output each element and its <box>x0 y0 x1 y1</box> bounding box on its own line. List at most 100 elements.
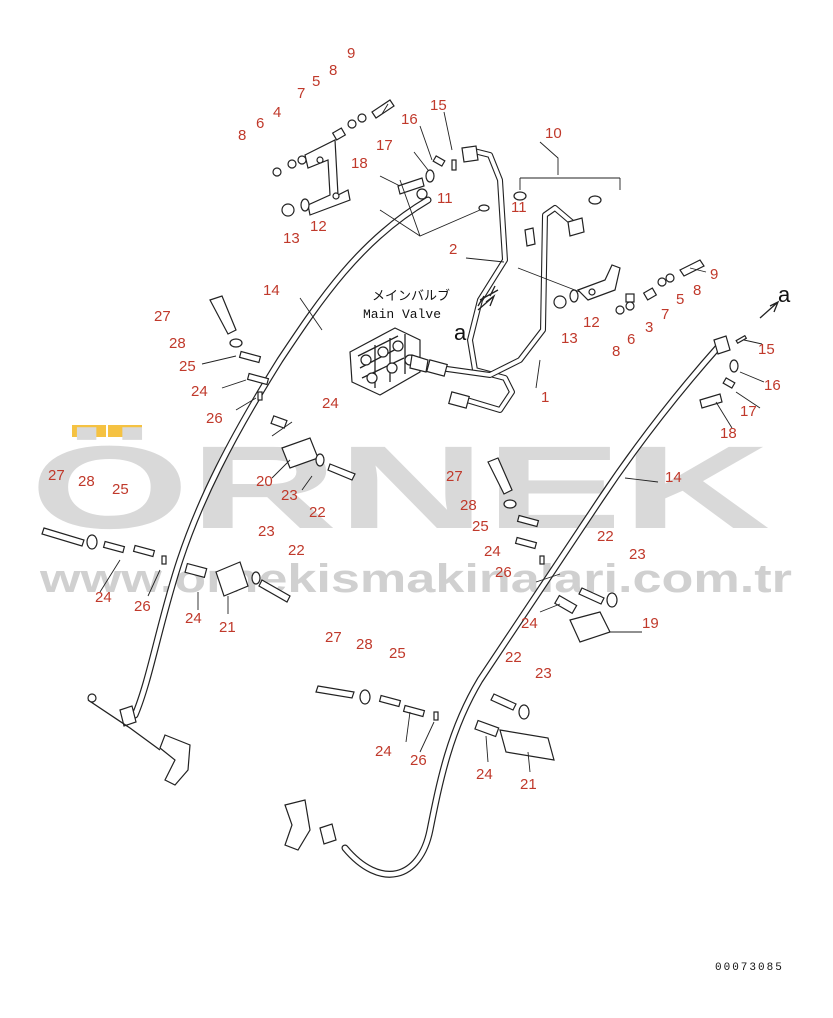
callout-25-b: 25 <box>112 481 129 498</box>
callout-5-top: 5 <box>312 73 320 90</box>
callout-24-h: 24 <box>476 766 493 783</box>
drawing-code: 00073085 <box>715 962 784 974</box>
callout-6-right: 6 <box>627 331 635 348</box>
callout-22-d: 22 <box>505 649 522 666</box>
callout-24-d: 24 <box>185 610 202 627</box>
reference-marks: a a <box>454 282 791 345</box>
callout-3: 3 <box>645 319 653 336</box>
callout-6-top: 6 <box>256 115 264 132</box>
callout-14-right: 14 <box>665 469 682 486</box>
callout-24-c: 24 <box>95 589 112 606</box>
callout-11-b: 11 <box>511 199 527 216</box>
callout-2: 2 <box>449 241 457 258</box>
callout-21-right: 21 <box>520 776 537 793</box>
callout-numbers: 1 2 3 4 5 5 6 6 7 7 8 8 8 8 9 9 10 11 11… <box>48 45 781 793</box>
bolt-washer-22-23 <box>251 453 618 720</box>
callout-25-d: 25 <box>389 645 406 662</box>
callout-8-right-a: 8 <box>693 282 701 299</box>
callout-27-b: 27 <box>48 467 65 484</box>
arrow-center <box>477 294 496 311</box>
leader-lines <box>99 103 765 773</box>
clamp-bracket-right <box>553 259 705 315</box>
callout-27-a: 27 <box>154 308 171 325</box>
watermark-accent-left <box>72 425 106 437</box>
callout-26-d: 26 <box>410 752 427 769</box>
main-valve-label-jp: メインバルブ <box>372 288 450 304</box>
callout-26-a: 26 <box>206 410 223 427</box>
callout-22-b: 22 <box>288 542 305 559</box>
callout-12-right: 12 <box>583 314 600 331</box>
fastener-set-2 <box>41 527 167 565</box>
fastener-set-3 <box>487 457 545 565</box>
callout-15-top: 15 <box>430 97 447 114</box>
callout-18-top: 18 <box>351 155 368 172</box>
callout-18-right: 18 <box>720 425 737 442</box>
callout-26-b: 26 <box>134 598 151 615</box>
callout-14-left: 14 <box>263 282 280 299</box>
main-valve-label-en: Main Valve <box>363 307 441 322</box>
watermark-accent-right <box>108 425 142 437</box>
callout-8-top-a: 8 <box>329 62 337 79</box>
callout-21-left: 21 <box>219 619 236 636</box>
callout-27-c: 27 <box>446 468 463 485</box>
callout-11-a: 11 <box>437 190 453 207</box>
callout-23-d: 23 <box>535 665 552 682</box>
callout-9-right: 9 <box>710 266 718 283</box>
callout-22-c: 22 <box>597 528 614 545</box>
pipe-assembly <box>426 145 585 413</box>
fastener-set-1 <box>209 295 270 401</box>
clamp-bracket-left <box>272 99 395 217</box>
watermark: ÖRNEK www.ornekismakinalari.com.tr <box>30 422 792 601</box>
callout-23-c: 23 <box>629 546 646 563</box>
callout-28-a: 28 <box>169 335 186 352</box>
main-valve: メインバルブ Main Valve <box>349 288 450 396</box>
callout-20: 20 <box>256 473 273 490</box>
callout-28-d: 28 <box>356 636 373 653</box>
callout-13-top: 13 <box>283 230 300 247</box>
callout-25-a: 25 <box>179 358 196 375</box>
fittings-top-15-18 <box>397 155 602 212</box>
arrow-right <box>759 300 780 319</box>
clamp-21-right <box>474 719 555 761</box>
callout-15-right: 15 <box>758 341 775 358</box>
callout-24-b: 24 <box>322 395 339 412</box>
callout-17-top: 17 <box>376 137 393 154</box>
callout-16-top: 16 <box>401 111 418 128</box>
callout-19: 19 <box>642 615 659 632</box>
callout-24-e: 24 <box>484 543 501 560</box>
callout-26-c: 26 <box>495 564 512 581</box>
callout-4: 4 <box>273 104 281 121</box>
reference-mark-a-right: a <box>778 282 791 307</box>
callout-27-d: 27 <box>325 629 342 646</box>
callout-23-b: 23 <box>258 523 275 540</box>
callout-8-right-b: 8 <box>612 343 620 360</box>
fittings-right-15-18 <box>699 334 748 409</box>
callout-5-right: 5 <box>676 291 684 308</box>
reference-mark-a-center: a <box>454 320 467 345</box>
callout-16-right: 16 <box>764 377 781 394</box>
callout-28-b: 28 <box>78 473 95 490</box>
callout-8-top-b: 8 <box>238 127 246 144</box>
callout-25-c: 25 <box>472 518 489 535</box>
watermark-brand: ÖRNEK <box>30 422 770 554</box>
hose-right <box>284 335 731 878</box>
callout-28-c: 28 <box>460 497 477 514</box>
callout-23-a: 23 <box>281 487 298 504</box>
callout-24-g: 24 <box>375 743 392 760</box>
callout-24-a: 24 <box>191 383 208 400</box>
callout-7-right: 7 <box>661 306 669 323</box>
callout-22-a: 22 <box>309 504 326 521</box>
callout-10: 10 <box>545 125 562 142</box>
callout-13-right: 13 <box>561 330 578 347</box>
callout-9-top: 9 <box>347 45 355 62</box>
callout-17-right: 17 <box>740 403 757 420</box>
hose-left <box>87 188 432 786</box>
fastener-set-4 <box>315 685 439 721</box>
clamp-21-left <box>184 561 249 597</box>
callout-7-top: 7 <box>297 85 305 102</box>
callout-1: 1 <box>541 389 549 406</box>
callout-12-top: 12 <box>310 218 327 235</box>
callout-24-f: 24 <box>521 615 538 632</box>
watermark-url: www.ornekismakinalari.com.tr <box>39 557 792 601</box>
